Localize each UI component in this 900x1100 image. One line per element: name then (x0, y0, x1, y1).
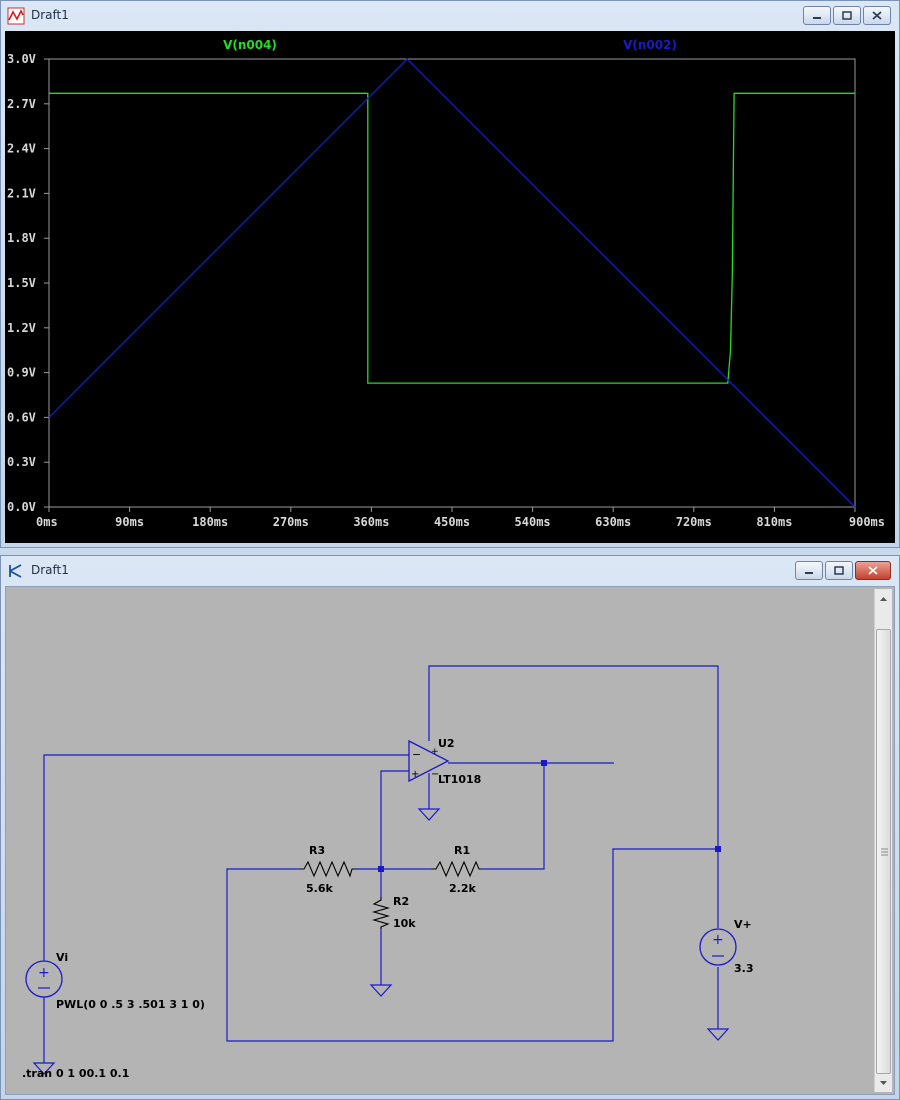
minimize-button[interactable] (803, 6, 831, 25)
close-icon (872, 11, 882, 20)
minimize-icon (813, 16, 821, 19)
wire[interactable] (226, 848, 718, 1042)
opamp-u2[interactable]: − + + − U2 LT1018 (408, 737, 481, 786)
schematic-window: Draft1 (0, 555, 900, 1100)
voltage-source-symbol (699, 928, 737, 966)
y-tick-label: 1.8V (7, 231, 36, 245)
schematic-app-icon (9, 564, 22, 578)
y-tick-label: 2.1V (7, 186, 36, 200)
y-tick-label: 2.7V (7, 97, 36, 111)
close-icon (868, 566, 878, 575)
source-vi-value: PWL(0 0 .5 3 .501 3 1 0) (56, 998, 205, 1011)
junction-dot (715, 846, 721, 852)
vertical-scrollbar[interactable] (874, 589, 892, 1092)
source-vplus-value: 3.3 (734, 962, 754, 975)
junction-dot (378, 866, 384, 872)
y-tick-label: 0.3V (7, 455, 36, 469)
opamp-plus-pin: + (411, 769, 419, 780)
spice-directive[interactable]: .tran 0 1 00.1 0.1 (22, 1067, 129, 1080)
x-tick-label: 90ms (115, 515, 144, 529)
resistor-r1-name: R1 (454, 844, 470, 857)
x-tick-label: 0ms (36, 515, 58, 529)
series-line-v-n002[interactable] (48, 58, 856, 508)
scroll-down-icon[interactable] (876, 1076, 891, 1090)
series-line-v-n004[interactable] (49, 92, 855, 384)
opamp-vplus-pin: + (431, 747, 439, 757)
circuit-diagram[interactable]: − + + − U2 LT1018 R3 5.6k R1 2.2k (6, 587, 872, 1092)
x-tick-label: 540ms (515, 515, 551, 529)
maximize-button[interactable] (833, 6, 861, 25)
y-tick-label: 3.0V (7, 52, 36, 66)
y-tick-label: 0.9V (7, 366, 36, 380)
resistor-symbol (431, 860, 481, 878)
y-tick-label: 2.4V (7, 142, 36, 156)
plot-pane[interactable]: V(n004) V(n002) 0.0V 0.3V 0.6V 0.9V 1.2V 1.5V… (5, 31, 895, 543)
scrollbar-thumb[interactable] (876, 629, 891, 1074)
resistor-r2-value: 10k (393, 917, 416, 930)
plot-titlebar[interactable]: Draft1 (1, 1, 899, 31)
ground-icon (369, 984, 393, 997)
x-tick-label: 630ms (595, 515, 631, 529)
resistor-r3-name: R3 (309, 844, 325, 857)
x-tick-label: 900ms (849, 515, 885, 529)
opamp-vminus-pin: − (431, 769, 439, 780)
voltage-source-vi[interactable]: + Vi PWL(0 0 .5 3 .501 3 1 0) (25, 783, 205, 1011)
junction-dot (541, 760, 547, 766)
x-tick-label: 810ms (756, 515, 792, 529)
schematic-canvas[interactable]: − + + − U2 LT1018 R3 5.6k R1 2.2k (5, 586, 895, 1095)
resistor-r1[interactable]: R1 2.2k (431, 844, 481, 895)
x-tick-label: 450ms (434, 515, 470, 529)
wire[interactable] (43, 754, 409, 783)
opamp-u2-model: LT1018 (438, 773, 481, 786)
legend-series-v-n004[interactable]: V(n004) (223, 38, 277, 52)
ground-icon (417, 808, 441, 821)
voltage-source-vplus[interactable]: + V+ 3.3 (699, 918, 754, 975)
resistor-r3[interactable]: R3 5.6k (299, 844, 356, 895)
plot-window-title: Draft1 (31, 8, 69, 22)
y-tick-label: 1.2V (7, 321, 36, 335)
x-tick-label: 180ms (192, 515, 228, 529)
plot-area-border (48, 58, 856, 508)
source-vplus-name: V+ (734, 918, 752, 931)
minimize-button[interactable] (795, 561, 823, 580)
source-vi-name: Vi (56, 951, 68, 964)
schematic-titlebar[interactable]: Draft1 (1, 556, 899, 586)
voltage-source-symbol (25, 960, 63, 998)
ground-icon (32, 1062, 56, 1075)
plot-window: Draft1 V(n004) V(n002) 0.0V 0.3V 0.6V 0.9V 1… (0, 0, 900, 548)
scroll-up-icon[interactable] (876, 592, 891, 606)
opamp-symbol (408, 739, 450, 783)
wire[interactable] (428, 665, 719, 928)
opamp-u2-name: U2 (438, 737, 455, 750)
maximize-icon (834, 566, 844, 575)
x-tick-label: 360ms (353, 515, 389, 529)
resistor-r2-name: R2 (393, 895, 409, 908)
y-tick-label: 0.6V (7, 410, 36, 424)
legend-series-v-n002[interactable]: V(n002) (623, 38, 677, 52)
grip-icon (881, 848, 888, 855)
wire[interactable] (380, 770, 409, 869)
maximize-button[interactable] (825, 561, 853, 580)
close-button[interactable] (863, 6, 891, 25)
y-tick-label: 1.5V (7, 276, 36, 290)
resistor-symbol (371, 897, 391, 929)
y-tick-label: 0.0V (7, 500, 36, 514)
source-plus-icon: + (712, 932, 724, 948)
maximize-icon (842, 11, 852, 20)
wire[interactable] (481, 763, 545, 870)
ground-icon (706, 1028, 730, 1041)
resistor-symbol (299, 860, 356, 878)
x-tick-label: 270ms (273, 515, 309, 529)
x-tick-label: 720ms (676, 515, 712, 529)
opamp-minus-pin: − (412, 748, 421, 761)
resistor-r3-value: 5.6k (306, 882, 333, 895)
close-button[interactable] (855, 561, 891, 580)
minimize-icon (805, 571, 813, 574)
resistor-r1-value: 2.2k (449, 882, 476, 895)
waveform-app-icon (7, 7, 25, 25)
schematic-window-title: Draft1 (31, 563, 69, 577)
waveform-plot[interactable]: V(n004) V(n002) 0.0V 0.3V 0.6V 0.9V 1.2V 1.5V… (5, 31, 895, 541)
source-plus-icon: + (38, 965, 50, 981)
resistor-r2[interactable]: R2 10k (371, 895, 416, 930)
